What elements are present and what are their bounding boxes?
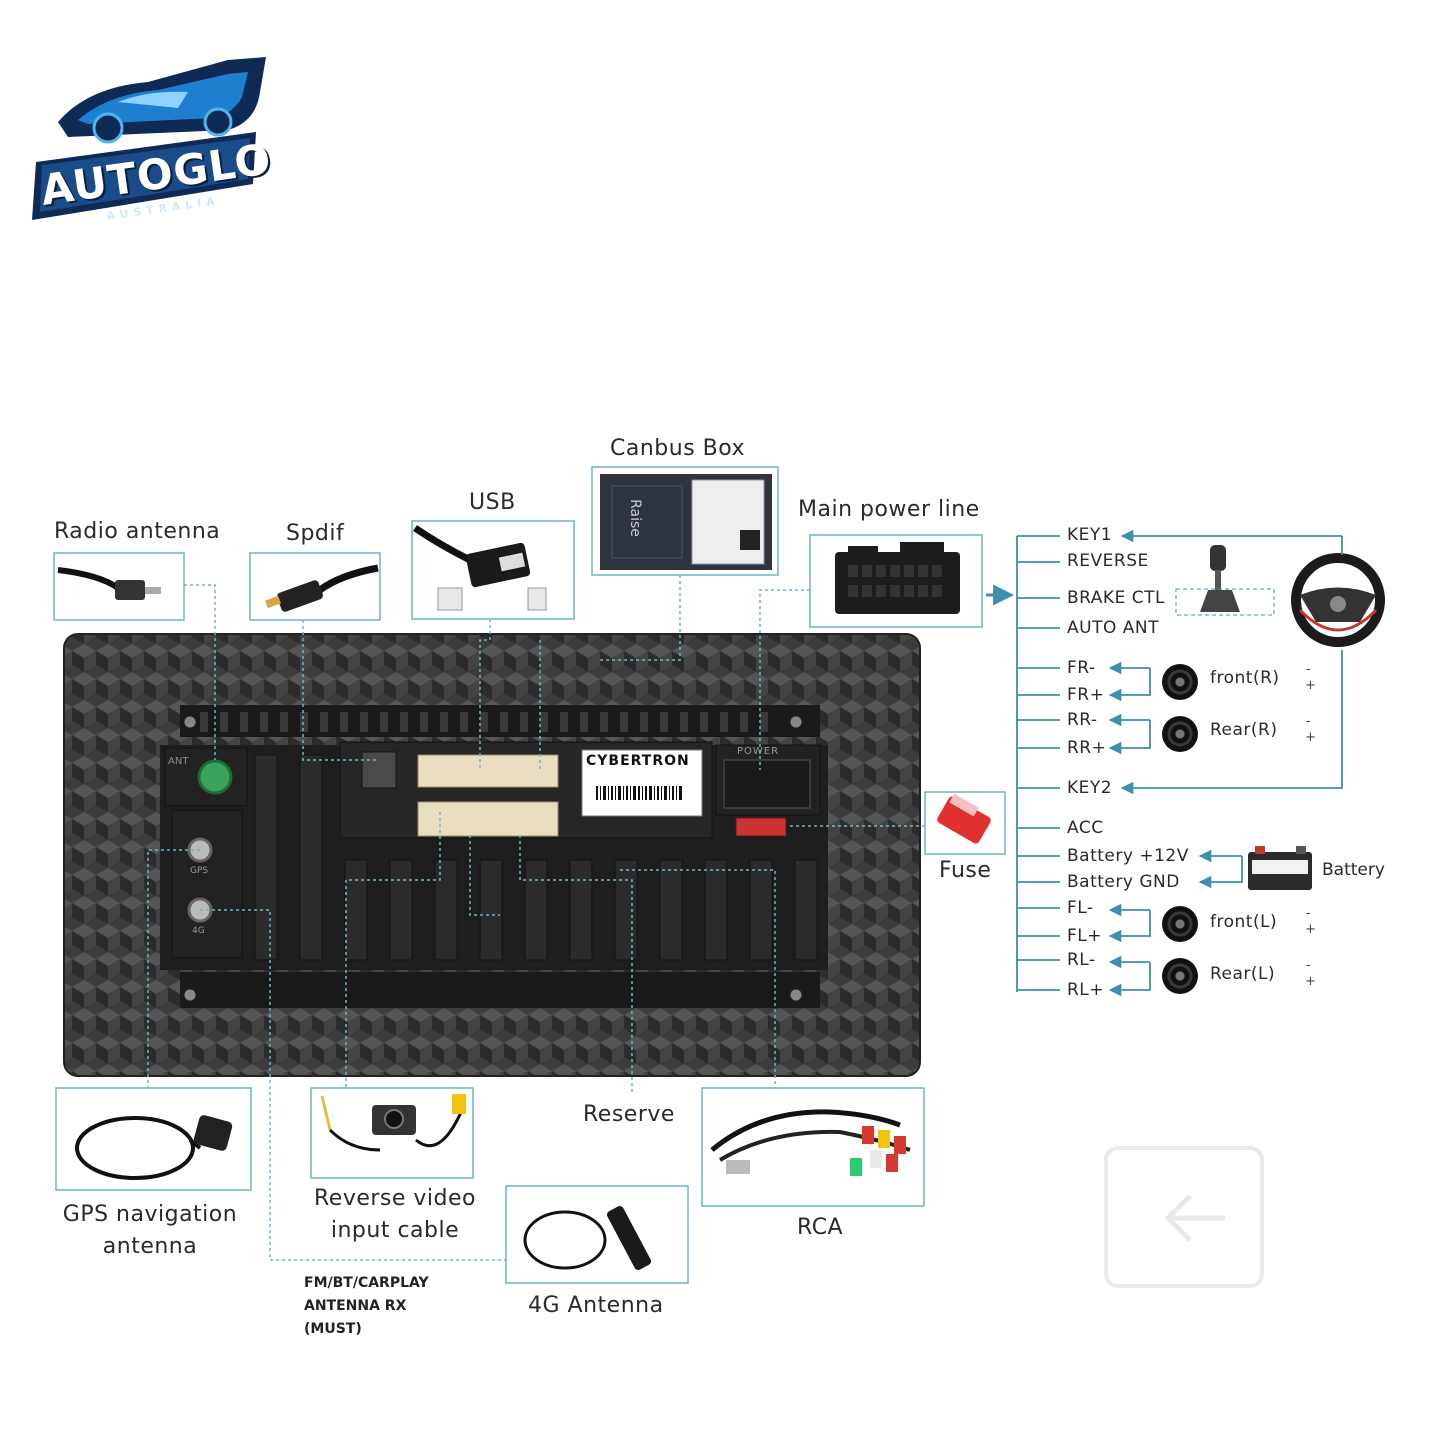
power-connector-icon: [835, 542, 960, 614]
canbus-module-icon: [600, 474, 772, 570]
wire-fl-plus: FL+: [1067, 926, 1102, 946]
rca-cable-icon: [710, 1109, 911, 1176]
reverse-video-box: [310, 1087, 474, 1179]
head-unit: [63, 633, 921, 1077]
reserve-label: Reserve: [583, 1102, 675, 1127]
main-power-line-label: Main power line: [798, 497, 980, 522]
rca-box: [701, 1087, 925, 1207]
speaker-front-l-minus: -: [1306, 906, 1311, 921]
speaker-rear-l-icon: [1162, 958, 1198, 994]
speaker-front-l-label: front(L): [1210, 912, 1278, 932]
battery-icon: [1248, 846, 1312, 890]
speaker-front-l-plus: +: [1305, 922, 1316, 937]
spdif-label: Spdif: [286, 521, 345, 546]
battery-label: Battery: [1322, 860, 1385, 880]
reverse-video-label-2: input cable: [330, 1218, 460, 1243]
steering-wheel-icon: [1291, 553, 1385, 647]
gps-antenna-icon: [75, 1115, 233, 1180]
ant-port-icon: [197, 759, 233, 795]
wire-fr-plus: FR+: [1067, 685, 1105, 705]
wire-reverse: REVERSE: [1067, 551, 1149, 571]
usb-cable-icon: [413, 525, 547, 611]
fuse-icon: [937, 793, 991, 844]
canbus-box-label: Canbus Box: [610, 436, 746, 461]
fm-bt-label-2: ANTENNA RX: [304, 1298, 407, 1314]
reverse-video-label-1: Reverse video: [313, 1186, 476, 1211]
4g-box: [505, 1185, 689, 1284]
wire-fl-minus: FL-: [1067, 898, 1094, 918]
fuse-label: Fuse: [939, 858, 992, 883]
rca-label: RCA: [797, 1215, 844, 1240]
speaker-rear-l-plus: +: [1305, 974, 1316, 989]
speaker-rear-l-minus: -: [1306, 958, 1311, 973]
speaker-rear-l-label: Rear(L): [1210, 964, 1276, 984]
fm-bt-label-3: (MUST): [304, 1321, 362, 1337]
wire-rr-minus: RR-: [1067, 710, 1098, 730]
wire-rr-plus: RR+: [1067, 738, 1107, 758]
reverse-camera-icon: [320, 1094, 466, 1152]
speaker-front-r-minus: -: [1306, 662, 1311, 677]
canbus-sticker: Raise: [626, 499, 643, 537]
speaker-front-l-icon: [1162, 906, 1198, 942]
gps-antenna-label-2: antenna: [102, 1234, 198, 1259]
unit-port-ant: ANT: [168, 756, 189, 767]
unit-port-power: POWER: [737, 746, 780, 757]
brand-logo: AUTOGLO AUSTRALIA: [28, 52, 274, 227]
gear-shift-icon: [1175, 545, 1275, 616]
speaker-front-r-plus: +: [1305, 678, 1316, 693]
wire-rl-minus: RL-: [1067, 950, 1096, 970]
speaker-rear-r-icon: [1162, 716, 1198, 752]
4g-antenna-label: 4G Antenna: [528, 1293, 664, 1318]
back-button-icon: [1104, 1146, 1264, 1288]
speaker-rear-r-plus: +: [1305, 730, 1316, 745]
wire-brake-ctl: BRAKE CTL: [1067, 588, 1165, 608]
speaker-front-r-icon: [1162, 664, 1198, 700]
speaker-front-r-label: front(R): [1210, 668, 1280, 688]
fm-bt-label-1: FM/BT/CARPLAY: [304, 1275, 429, 1291]
usb-label: USB: [469, 490, 516, 515]
4g-antenna-icon: [523, 1206, 652, 1270]
wire-battery-12v: Battery +12V: [1067, 846, 1189, 866]
wire-rl-plus: RL+: [1067, 980, 1105, 1000]
radio-plug-icon: [57, 567, 161, 600]
wire-auto-ant: AUTO ANT: [1067, 618, 1159, 638]
wire-fr-minus: FR-: [1067, 658, 1096, 678]
wire-key2: KEY2: [1067, 778, 1113, 798]
unit-port-4g: 4G: [192, 926, 205, 936]
wire-acc: ACC: [1067, 818, 1104, 838]
car-logo-icon: [32, 57, 266, 220]
wire-key1: KEY1: [1067, 525, 1113, 545]
gps-antenna-label-1: GPS navigation: [62, 1202, 238, 1227]
unit-port-gps: GPS: [190, 866, 209, 876]
spdif-plug-icon: [265, 564, 379, 612]
wire-battery-gnd: Battery GND: [1067, 872, 1180, 892]
speaker-rear-r-minus: -: [1306, 714, 1311, 729]
unit-model: CYBERTRON: [586, 753, 690, 769]
speaker-rear-r-label: Rear(R): [1210, 720, 1278, 740]
radio-antenna-label: Radio antenna: [54, 519, 221, 544]
